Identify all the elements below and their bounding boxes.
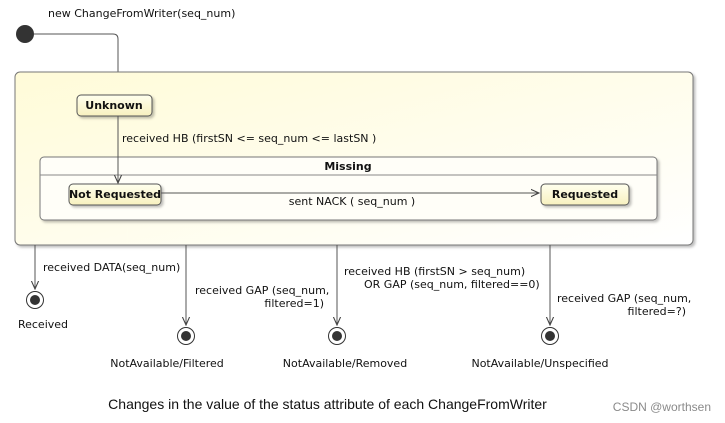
state-requested-label: Requested xyxy=(552,188,618,201)
transition-gap-filtered-label-line1: received GAP (seq_num, xyxy=(195,284,329,297)
final-state-received-label: Received xyxy=(18,318,68,331)
state-missing-label: Missing xyxy=(324,160,371,173)
state-requested xyxy=(540,183,630,206)
state-unknown-label: Unknown xyxy=(85,99,142,112)
state-not-requested-label: Not Requested xyxy=(69,188,161,201)
watermark: CSDN @worthsen xyxy=(612,400,711,414)
transition-hb-removed-label-line2: OR GAP (seq_num, filtered==0) xyxy=(364,278,540,291)
state-missing xyxy=(39,156,658,221)
state-unknown xyxy=(76,94,153,117)
state-diagram: new ChangeFromWriter(seq_num) Unknown Mi… xyxy=(14,7,694,370)
state-not-requested xyxy=(68,183,162,206)
initial-transition-arrow xyxy=(34,33,118,94)
final-state-removed-dot xyxy=(332,331,342,341)
final-state-unspecified-label: NotAvailable/Unspecified xyxy=(471,357,608,370)
initial-transition-label: new ChangeFromWriter(seq_num) xyxy=(48,7,235,20)
final-state-received-dot xyxy=(30,295,40,305)
diagram-caption: Changes in the value of the status attri… xyxy=(108,396,547,412)
final-state-unspecified-dot xyxy=(545,331,555,341)
transition-hb-removed-label-line1: received HB (firstSN > seq_num) xyxy=(344,265,525,278)
final-state-filtered-label: NotAvailable/Filtered xyxy=(110,357,224,370)
transition-data-label: received DATA(seq_num) xyxy=(43,261,180,274)
initial-node xyxy=(16,25,34,43)
transition-gap-unspecified-label-line2: filtered=?) xyxy=(628,305,686,318)
transition-nack-label: sent NACK ( seq_num ) xyxy=(289,195,415,208)
final-state-filtered-dot xyxy=(181,331,191,341)
final-state-removed-label: NotAvailable/Removed xyxy=(283,357,407,370)
transition-gap-unspecified-label-line1: received GAP (seq_num, xyxy=(557,292,691,305)
transition-gap-filtered-label-line2: filtered=1) xyxy=(264,297,324,310)
transition-hb-label: received HB (firstSN <= seq_num <= lastS… xyxy=(122,132,376,145)
